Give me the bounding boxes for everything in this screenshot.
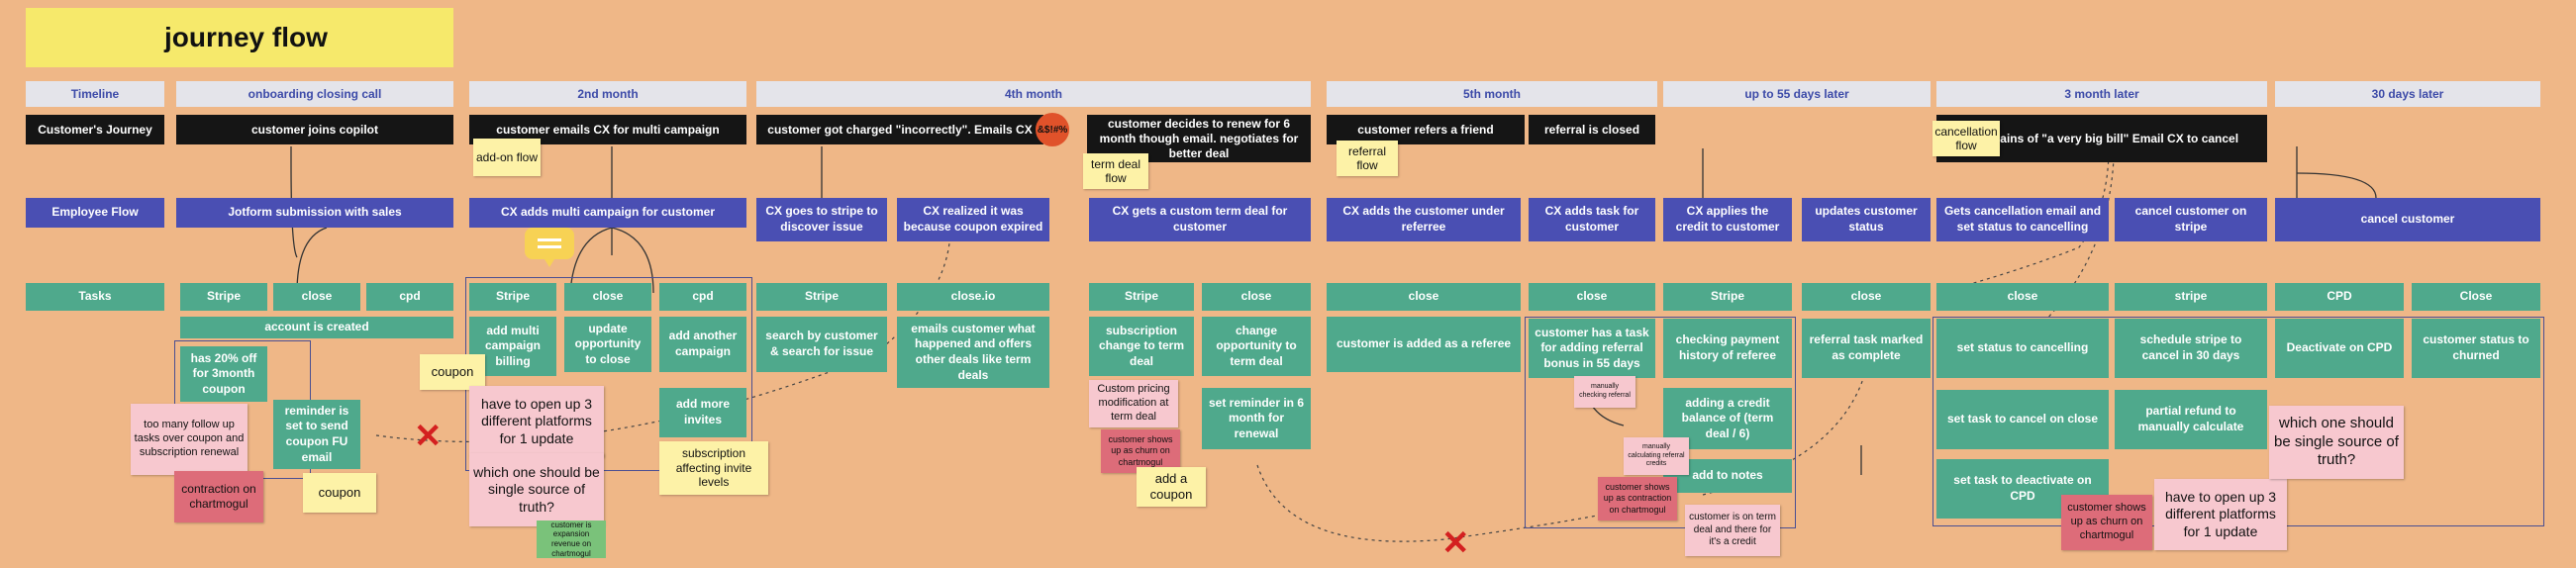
note-referral-flow: referral flow <box>1337 141 1398 176</box>
card-referral-complete: referral task marked as complete <box>1802 319 1931 378</box>
note-term-deal-flow: term deal flow <box>1083 153 1148 189</box>
card-added-as-referee: customer is added as a referee <box>1327 317 1521 372</box>
sticky-term-deal-credit: customer is on term deal and there for i… <box>1685 505 1780 556</box>
red-x-icon-2: ✕ <box>1441 524 1470 562</box>
journey-referral-closed: referral is closed <box>1529 115 1655 144</box>
card-emails-what-happened: emails customer what happened and offers… <box>897 317 1049 388</box>
employee-update-status: updates customer status <box>1802 198 1931 241</box>
sticky-too-many-follow-ups: too many follow up tasks over coupon and… <box>131 404 248 475</box>
employee-cancellation-email: Gets cancellation email and set status t… <box>1936 198 2109 241</box>
task-close-6: close <box>1802 283 1931 311</box>
sticky-expansion-revenue: customer is expansion revenue on chartmo… <box>537 521 606 558</box>
note-cancellation-flow: cancellation flow <box>1932 121 2000 156</box>
angry-face-icon: &$!#% <box>1036 113 1069 146</box>
sticky-single-source-b: which one should be single source of tru… <box>2269 406 2404 479</box>
journey-label: Customer's Journey <box>26 115 164 144</box>
employee-coupon-expired: CX realized it was because coupon expire… <box>897 198 1049 241</box>
task-stripe-3: Stripe <box>756 283 887 311</box>
employee-add-task: CX adds task for customer <box>1529 198 1655 241</box>
task-stripe-6: stripe <box>2115 283 2267 311</box>
comment-icon[interactable] <box>523 226 576 269</box>
card-another-campaign: add another campaign <box>659 317 746 372</box>
journey-refers-friend: customer refers a friend <box>1327 115 1525 144</box>
task-stripe-4: Stripe <box>1089 283 1194 311</box>
journey-decides-renew: customer decides to renew for 6 month th… <box>1087 115 1311 162</box>
employee-multi-campaign: CX adds multi campaign for customer <box>469 198 746 228</box>
employee-label: Employee Flow <box>26 198 164 228</box>
task-close-5: close <box>1529 283 1655 311</box>
sticky-subscription-invite-levels: subscription affecting invite levels <box>659 441 768 495</box>
page-title: journey flow <box>26 8 453 67</box>
card-account-created: account is created <box>180 317 453 338</box>
card-deactivate-cpd: Deactivate on CPD <box>2275 319 2404 378</box>
card-partial-refund: partial refund to manually calculate <box>2115 390 2267 449</box>
red-x-icon: ✕ <box>414 418 443 455</box>
employee-cancel-stripe: cancel customer on stripe <box>2115 198 2267 241</box>
task-cpd-2: cpd <box>659 283 746 311</box>
card-change-opportunity: change opportunity to term deal <box>1202 317 1311 376</box>
sticky-custom-pricing: Custom pricing modification at term deal <box>1089 380 1178 427</box>
task-stripe-5: Stripe <box>1663 283 1792 311</box>
card-more-invites: add more invites <box>659 388 746 437</box>
card-check-payment: checking payment history of referee <box>1663 319 1792 378</box>
header-2nd-month: 2nd month <box>469 81 746 107</box>
header-timeline: Timeline <box>26 81 164 107</box>
journey-customer-joins: customer joins copilot <box>176 115 453 144</box>
card-reminder-6-month: set reminder in 6 month for renewal <box>1202 388 1311 449</box>
header-30-days-later: 30 days later <box>2275 81 2540 107</box>
sticky-churn-chartmogul-1: customer shows up as churn on chartmogul <box>1101 429 1180 473</box>
employee-term-deal: CX gets a custom term deal for customer <box>1089 198 1311 241</box>
employee-add-referee: CX adds the customer under referree <box>1327 198 1521 241</box>
sticky-churn-chartmogul-2: customer shows up as churn on chartmogul <box>2061 495 2152 550</box>
task-close-3: close <box>1202 283 1311 311</box>
employee-stripe-discover: CX goes to stripe to discover issue <box>756 198 887 241</box>
sticky-open-3-platforms-b: have to open up 3 different platforms fo… <box>2154 479 2287 550</box>
employee-jotform: Jotform submission with sales <box>176 198 453 228</box>
employee-apply-credit: CX applies the credit to customer <box>1663 198 1792 241</box>
card-20-off-coupon: has 20% off for 3month coupon <box>180 346 267 402</box>
sticky-single-source-a: which one should be single source of tru… <box>469 453 604 526</box>
sticky-contraction-chartmogul: contraction on chartmogul <box>174 471 263 522</box>
journey-charged-incorrectly: customer got charged "incorrectly". Emai… <box>756 115 1043 144</box>
card-reminder-coupon-fu: reminder is set to send coupon FU email <box>273 400 360 469</box>
card-schedule-stripe: schedule stripe to cancel in 30 days <box>2115 319 2267 378</box>
task-close-8: Close <box>2412 283 2540 311</box>
header-4th-month: 4th month <box>756 81 1311 107</box>
sticky-add-a-coupon: add a coupon <box>1137 467 1206 507</box>
card-search-customer: search by customer & search for issue <box>756 317 887 372</box>
card-referral-bonus-task: customer has a task for adding referral … <box>1529 319 1655 378</box>
task-cpd-3: CPD <box>2275 283 2404 311</box>
header-5th-month: 5th month <box>1327 81 1657 107</box>
card-subscription-change: subscription change to term deal <box>1089 317 1194 376</box>
card-update-opportunity: update opportunity to close <box>564 317 651 372</box>
card-task-cancel-close: set task to cancel on close <box>1936 390 2109 449</box>
sticky-manual-referral-check: manually checking referral <box>1574 376 1635 408</box>
card-multi-billing: add multi campaign billing <box>469 317 556 376</box>
task-close-2: close <box>564 283 651 311</box>
sticky-open-3-platforms-a: have to open up 3 different platforms fo… <box>469 386 604 457</box>
task-cpd-1: cpd <box>366 283 453 311</box>
sticky-coupon-2: coupon <box>420 354 485 390</box>
frame-referral <box>1525 317 1796 528</box>
card-status-churned: customer status to churned <box>2412 319 2540 378</box>
tasks-label: Tasks <box>26 283 164 311</box>
note-add-on-flow: add-on flow <box>473 139 541 176</box>
task-close-1: close <box>273 283 360 311</box>
task-closeio: close.io <box>897 283 1049 311</box>
sticky-contraction-chartmogul-2: customer shows up as contraction on char… <box>1598 477 1677 521</box>
task-close-4: close <box>1327 283 1521 311</box>
task-close-7: close <box>1936 283 2109 311</box>
header-up-to-55-days: up to 55 days later <box>1663 81 1931 107</box>
employee-cancel-customer: cancel customer <box>2275 198 2540 241</box>
sticky-manual-credit-calc: manually calculating referral credits <box>1624 437 1689 475</box>
sticky-coupon-1: coupon <box>303 473 376 513</box>
task-stripe-2: Stripe <box>469 283 556 311</box>
task-stripe-1: Stripe <box>180 283 267 311</box>
header-3-month-later: 3 month later <box>1936 81 2267 107</box>
header-onboarding: onboarding closing call <box>176 81 453 107</box>
card-set-cancelling: set status to cancelling <box>1936 319 2109 378</box>
